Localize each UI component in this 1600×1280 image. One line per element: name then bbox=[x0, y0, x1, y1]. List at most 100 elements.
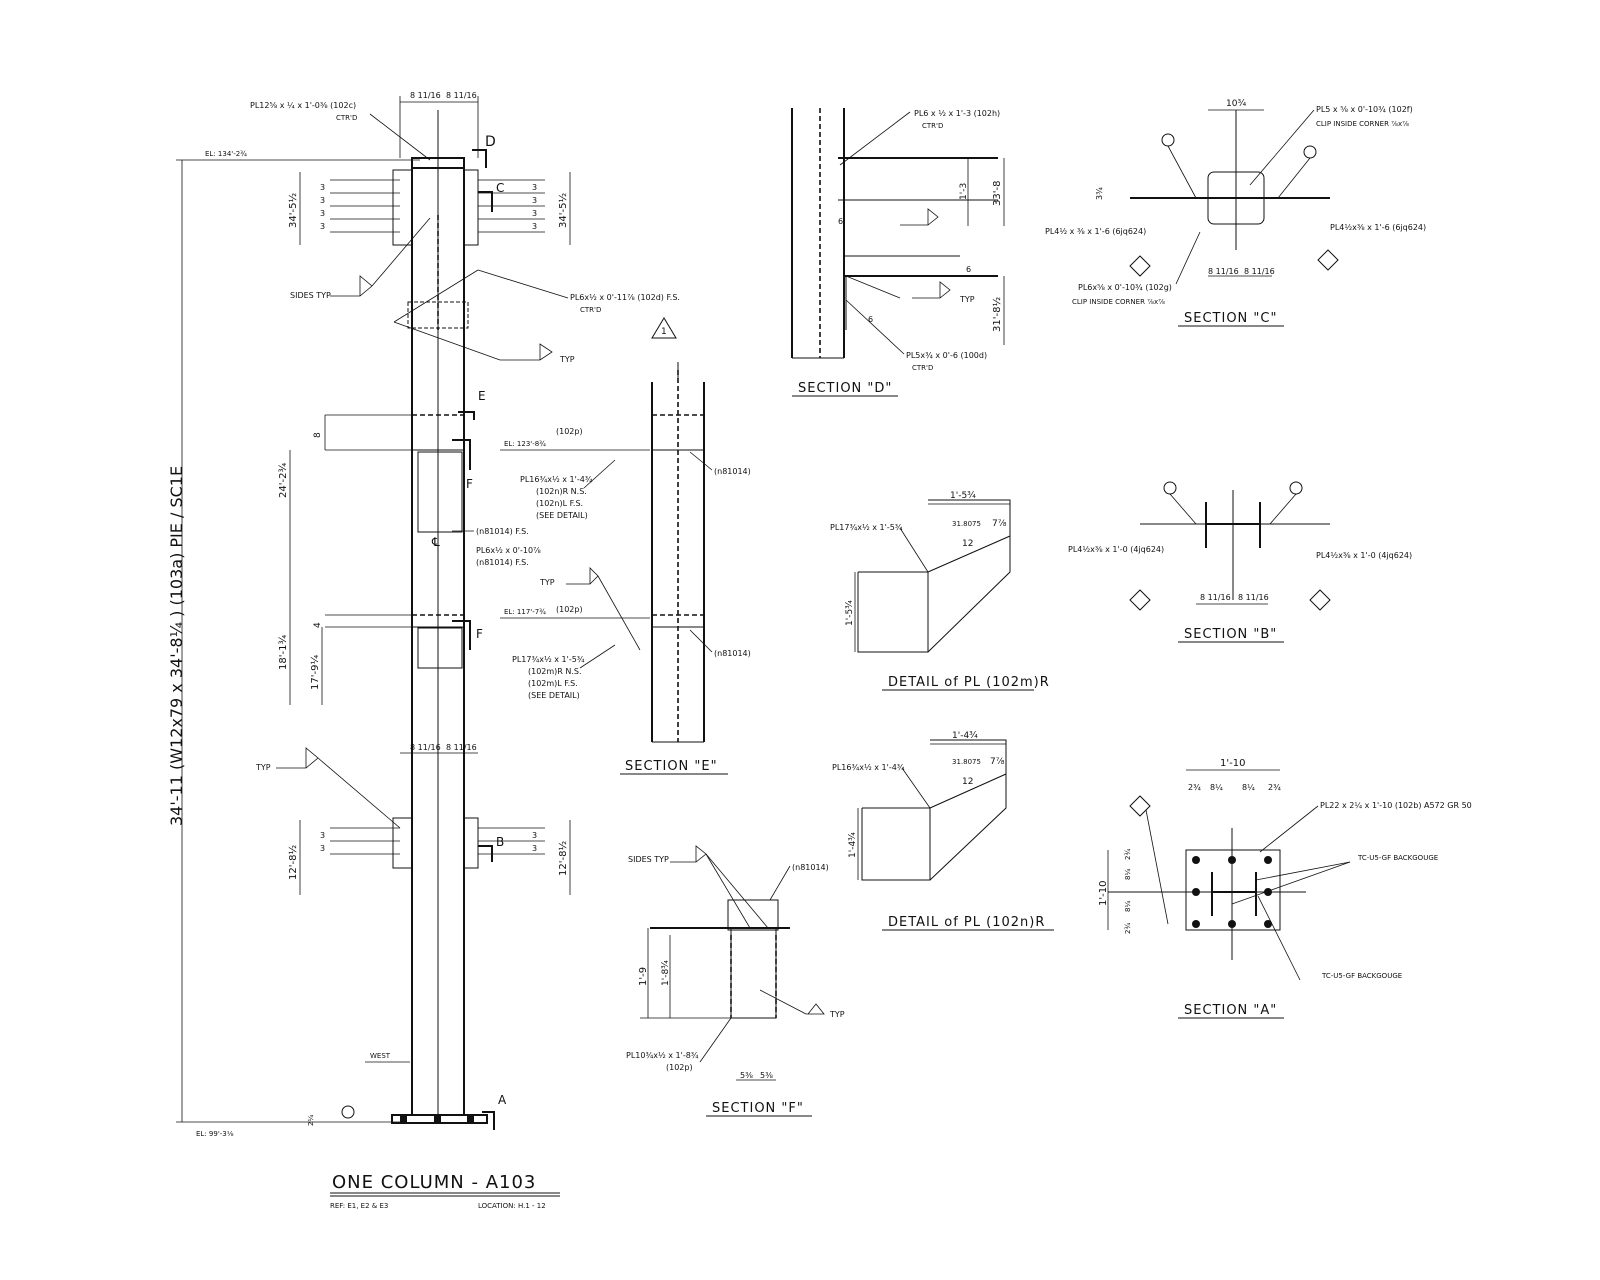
bolt-spacing: 3 bbox=[532, 831, 537, 840]
bolt-spacing: 3 bbox=[320, 209, 325, 218]
section-a-dim-left-4: 2¾ bbox=[1124, 923, 1132, 934]
section-f-dim-5b: 5⅜ bbox=[760, 1071, 773, 1080]
elevation-117-label: EL: 117'-7¾ bbox=[504, 608, 546, 616]
section-a-dim-top-4: 2¾ bbox=[1268, 783, 1281, 792]
dim-top-b: 8 11/16 bbox=[446, 91, 477, 100]
section-a-weld-diamond bbox=[1129, 795, 1151, 817]
dim-8: 8 bbox=[313, 432, 323, 438]
plate-102m bbox=[417, 627, 463, 669]
centerline-mark: ℄ bbox=[431, 535, 440, 549]
plate-102c-label: PL12⅝ x ¼ x 1'-0⅜ (102c) bbox=[250, 101, 356, 110]
note-see-detail-2: (SEE DETAIL) bbox=[528, 691, 580, 700]
section-mark-f-1: F bbox=[466, 477, 473, 491]
section-a-dim-left-2: 8¼ bbox=[1124, 869, 1132, 880]
section-f-n81014: (n81014) bbox=[792, 863, 829, 872]
section-f-typ: TYP bbox=[829, 1010, 845, 1019]
detail-m-dim-side: 1'-5¾ bbox=[845, 600, 855, 626]
section-c-clip-a: CLIP INSIDE CORNER ⅞x⅞ bbox=[1316, 120, 1409, 128]
anchor-bolt bbox=[467, 1114, 474, 1124]
note-see-detail-1: (SEE DETAIL) bbox=[536, 511, 588, 520]
section-b-weld-diamond-right bbox=[1309, 589, 1331, 611]
section-c-dim-w-b: 8 11/16 bbox=[1244, 267, 1275, 276]
column-elevation: 34'-11 (W12x79 x 34'-8¼ ) (103a) PIE / S… bbox=[167, 91, 680, 1210]
section-f-top-plate bbox=[727, 899, 779, 931]
bolt-spacing: 3 bbox=[320, 831, 325, 840]
note-102m-fs: (102m)L F.S. bbox=[528, 679, 578, 688]
section-d-dim-6-b: 6 bbox=[838, 217, 843, 226]
section-a-title: SECTION "A" bbox=[1184, 1003, 1277, 1018]
detail-n-plate: PL16¾x½ x 1'-4¾ bbox=[832, 763, 905, 772]
bolt-spacing: 3 bbox=[320, 222, 325, 231]
dim-12-right: 12'-8½ bbox=[557, 841, 569, 876]
dim-mid-a: 8 11/16 bbox=[410, 743, 441, 752]
dim-mid-b: 8 11/16 bbox=[446, 743, 477, 752]
detail-m-rise: 7⅞ bbox=[992, 519, 1007, 529]
section-c-plate-102f: PL5 x ⅝ x 0'-10¾ (102f) bbox=[1316, 105, 1413, 114]
section-d-dim-31-8: 31'-8½ bbox=[991, 297, 1003, 332]
bolt-spacing: 3 bbox=[320, 183, 325, 192]
section-a-weld-b: TC-U5-GF BACKGOUGE bbox=[1321, 972, 1402, 980]
plate-6x-label: PL6x½ x 0'-10⅞ bbox=[476, 546, 541, 555]
note-102n-ns: (102n)R N.S. bbox=[536, 487, 587, 496]
section-a-dim-top-2: 8¼ bbox=[1210, 783, 1223, 792]
section-a: 1'-10 2¾ 8¼ 8¼ 2¾ 1'-10 2¾ 8¼ 8¼ 2¾ PL22… bbox=[1098, 758, 1472, 1019]
label-102p-b: (102p) bbox=[556, 605, 583, 614]
section-c-stiff-left: PL4½ x ⅜ x 1'-6 (6jq624) bbox=[1045, 227, 1146, 236]
section-f-title: SECTION "F" bbox=[712, 1101, 804, 1116]
stiffener-left-bottom bbox=[392, 817, 413, 869]
section-c-callout-x-right bbox=[1303, 145, 1317, 159]
section-d-dim-33-8: 33'-8 bbox=[992, 181, 1003, 206]
dim-34-5-right: 34'-5½ bbox=[557, 193, 569, 228]
section-f-column bbox=[730, 927, 777, 1019]
section-mark-c: C bbox=[496, 181, 504, 195]
ctrd-label-2: CTR'D bbox=[580, 306, 601, 314]
stiffener-right-bottom bbox=[463, 817, 479, 869]
west-label: WEST bbox=[370, 1052, 391, 1060]
section-b-weld-diamond-left bbox=[1129, 589, 1151, 611]
section-mark-e: E bbox=[478, 389, 486, 403]
section-d-dim-1-3: 1'-3 bbox=[959, 183, 969, 200]
elevation-123-label: EL: 123'-8¾ bbox=[504, 440, 546, 448]
section-c-dim-w-a: 8 11/16 bbox=[1208, 267, 1239, 276]
sides-typ-label: SIDES TYP bbox=[290, 291, 331, 300]
elevation-bottom-label: EL: 99'-3⅛ bbox=[196, 1130, 234, 1138]
section-mark-f-2: F bbox=[476, 627, 483, 641]
section-c: 10¾ PL5 x ⅝ x 0'-10¾ (102f) CLIP INSIDE … bbox=[1045, 99, 1426, 327]
plate-102d bbox=[407, 301, 469, 329]
section-d-dim-6-c: 6 bbox=[868, 315, 873, 324]
section-d-plate-100d: PL5x¾ x 0'-6 (100d) bbox=[906, 351, 987, 360]
detail-n-title: DETAIL of PL (102n)R bbox=[888, 915, 1045, 930]
plate-102d-label: PL6x½ x 0'-11⅞ (102d) F.S. bbox=[570, 293, 680, 302]
section-b-dim-w-a: 8 11/16 bbox=[1200, 593, 1231, 602]
section-a-anchor-bolts bbox=[1192, 856, 1272, 928]
section-b-dim-w-b: 8 11/16 bbox=[1238, 593, 1269, 602]
section-c-clip-b: CLIP INSIDE CORNER ⅞x⅞ bbox=[1072, 298, 1165, 306]
section-e-title: SECTION "E" bbox=[625, 759, 718, 774]
section-b: PL4½x⅜ x 1'-0 (4jq624) PL4½x⅜ x 1'-0 (4j… bbox=[1068, 481, 1412, 643]
detail-m-title: DETAIL of PL (102m)R bbox=[888, 675, 1050, 690]
section-a-plate-label: PL22 x 2¼ x 1'-10 (102b) A572 GR 50 bbox=[1320, 801, 1472, 810]
detail-n-run: 12 bbox=[962, 777, 973, 787]
detail-n-rise: 7⅞ bbox=[990, 757, 1005, 767]
note-102n-fs: (102n)L F.S. bbox=[536, 499, 583, 508]
dim-34-5-left: 34'-5½ bbox=[287, 193, 299, 228]
section-d-title: SECTION "D" bbox=[798, 381, 892, 396]
note-102m-ns: (102m)R N.S. bbox=[528, 667, 582, 676]
column-member-label: 34'-11 (W12x79 x 34'-8¼ ) (103a) PIE / S… bbox=[167, 466, 186, 826]
section-d-ctrd-a: CTR'D bbox=[922, 122, 943, 130]
plate-102n bbox=[417, 451, 463, 533]
section-f-dim-5a: 5⅜ bbox=[740, 1071, 753, 1080]
section-f: SIDES TYP (n81014) 1'-9 1'-8¾ TYP PL10¾x… bbox=[626, 845, 845, 1117]
section-c-plate-102g: PL6x⅝ x 0'-10¾ (102g) bbox=[1078, 283, 1172, 292]
anchor-bolt bbox=[400, 1114, 407, 1124]
section-d-typ: TYP bbox=[959, 295, 975, 304]
cap-plate-102c bbox=[411, 157, 465, 169]
plate-102m-label: PL17¾x½ x 1'-5¾ bbox=[512, 655, 585, 664]
section-mark-d: D bbox=[485, 134, 496, 150]
detail-102n: 1'-4¾ 1'-4¾ 31.8075 12 7⅞ PL16¾x½ x 1'-4… bbox=[832, 731, 1054, 931]
typ-label-quarter: TYP bbox=[559, 355, 575, 364]
section-d: PL6 x ½ x 1'-3 (102h) CTR'D 1'-3 33'-8 3… bbox=[791, 108, 1005, 397]
plate-102n-label: PL16¾x½ x 1'-4¾ bbox=[520, 475, 593, 484]
base-plate-102b bbox=[1185, 849, 1281, 931]
section-a-dim-top-3: 8¼ bbox=[1242, 783, 1255, 792]
